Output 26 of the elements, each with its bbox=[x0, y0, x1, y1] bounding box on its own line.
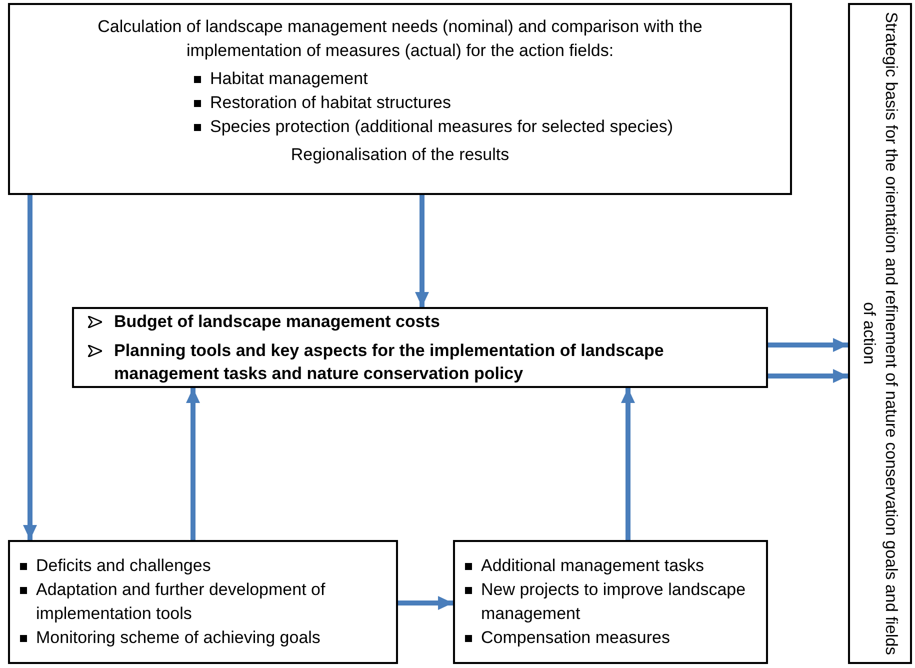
list-item: Additional management tasks bbox=[463, 554, 758, 578]
list-item: Budget of landscape management costs bbox=[114, 311, 440, 333]
list-item: Restoration of habitat structures bbox=[192, 91, 776, 115]
arrow bbox=[621, 388, 635, 540]
list-item: Species protection (additional measures for selected species) bbox=[192, 115, 776, 139]
list-item: Planning tools and key aspects for the implementation of landscape management tasks and nature conservation policy bbox=[114, 340, 665, 385]
list-item: Monitoring scheme of achieving goals bbox=[18, 626, 388, 650]
note: Regionalisation of the results bbox=[290, 144, 510, 166]
arrow bbox=[768, 338, 848, 352]
vertical-label: Strategic basis for the orientation and refinement of nature conservation goals and fields of action bbox=[859, 11, 901, 656]
list-item: Adaptation and further development of implementation tools bbox=[18, 578, 388, 626]
arrow bbox=[23, 195, 37, 540]
list-item: New projects to improve landscape management bbox=[463, 578, 758, 626]
process-box bbox=[8, 540, 398, 664]
list-item: Deficits and challenges bbox=[18, 554, 388, 578]
process-box bbox=[848, 3, 912, 664]
arrow bbox=[186, 388, 200, 540]
process-box bbox=[453, 540, 768, 664]
list-item: Habitat management bbox=[192, 67, 776, 91]
list-item: Compensation measures bbox=[463, 626, 758, 650]
arrow bbox=[415, 195, 429, 307]
arrow bbox=[768, 369, 848, 383]
process-box bbox=[72, 307, 768, 388]
process-box bbox=[8, 3, 792, 195]
arrow bbox=[398, 596, 453, 610]
heading: Calculation of landscape management needs (nominal) and comparison with the implementation of measures (actual) for the action fields: bbox=[96, 16, 704, 62]
